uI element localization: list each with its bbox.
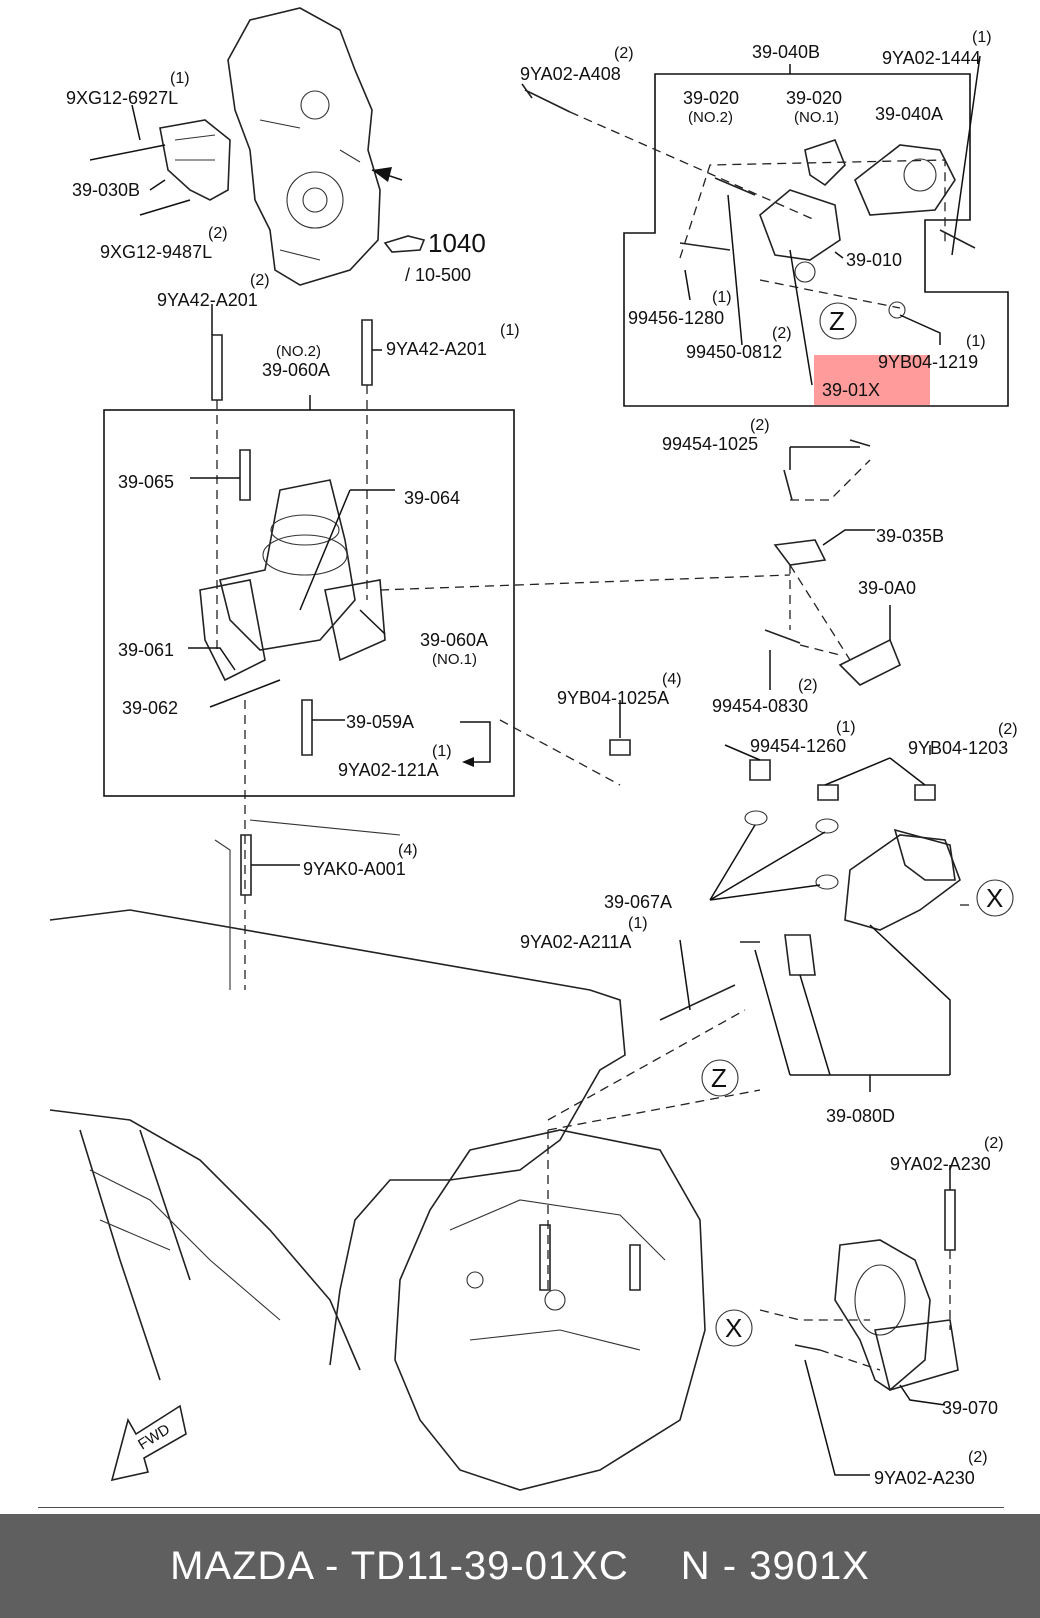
label-39-010: 39-010: [846, 250, 902, 270]
label-39-060a-no2: 39-060A: [262, 360, 330, 380]
label-1040: 1040: [428, 228, 486, 258]
label-39-064: 39-064: [404, 488, 460, 508]
label-39-062: 39-062: [122, 698, 178, 718]
transmission-mount: [844, 828, 961, 931]
callout-x-left-label: X: [725, 1313, 742, 1343]
qty-9yb04-1219: (1): [966, 333, 986, 350]
label-9ya42-a201-right: 9YA42-A201: [386, 339, 487, 359]
label-39-067a: 39-067A: [604, 892, 672, 912]
qty-9ya42-a201-left: (2): [250, 272, 270, 289]
callout-z-top: [819, 302, 857, 340]
label-no1-mount: (NO.1): [432, 651, 477, 668]
qty-9yb04-1025a: (4): [662, 671, 682, 688]
qty-99454-1260: (1): [836, 719, 856, 736]
pointer-arrow: [372, 167, 392, 182]
fwd-arrow-icon: [110, 1404, 187, 1482]
callout-z-bottom: [701, 1059, 739, 1097]
label-39-070: 39-070: [942, 1398, 998, 1418]
label-39-020-no2: 39-020: [683, 88, 739, 108]
qty-99456-1280: (1): [712, 289, 732, 306]
bolt-9487: [139, 199, 191, 216]
qty-99450-0812: (2): [772, 325, 792, 342]
qty-9xg12-9487l: (2): [208, 225, 228, 242]
label-9yb04-1219: 9YB04-1219: [878, 352, 978, 372]
callout-x-right: [976, 879, 1014, 917]
label-39-059a: 39-059A: [346, 712, 414, 732]
label-39-040b: 39-040B: [752, 42, 820, 62]
lower-mount: [834, 1239, 959, 1392]
qty-9xg12-6927l: (1): [170, 70, 190, 87]
highlight-box: [814, 355, 930, 405]
transmission: [394, 1129, 706, 1491]
label-39-0a0: 39-0A0: [858, 578, 916, 598]
qty-9ya02-a230-bottom: (2): [968, 1449, 988, 1466]
label-99454-1260: 99454-1260: [750, 736, 846, 756]
label-no2-mount: (NO.2): [276, 343, 321, 360]
qty-9ya02-a408: (2): [614, 45, 634, 62]
torque-rod-box: [623, 73, 1009, 407]
qty-99454-0830: (2): [798, 677, 818, 694]
qty-9ya02-a230-top: (2): [984, 1135, 1004, 1152]
engine-mount-box: [103, 409, 515, 797]
qty-9ya02-121a: (1): [432, 743, 452, 760]
label-9yak0-a001: 9YAK0-A001: [303, 859, 406, 879]
label-39-030b: 39-030B: [72, 180, 140, 200]
label-9ya02-a230-top: 9YA02-A230: [890, 1154, 991, 1174]
label-39-080d: 39-080D: [826, 1106, 895, 1126]
engine-mount-insulator: [199, 479, 386, 682]
footer-part-number: MAZDA - TD11-39-01XC: [170, 1543, 629, 1588]
callout-x-left: [715, 1309, 753, 1347]
callout-z-top-label: Z: [829, 306, 845, 336]
reference-hand-icon: [383, 235, 426, 253]
label-39-060a-no1: 39-060A: [420, 630, 488, 650]
footer-bar: MAZDA - TD11-39-01XC N - 3901X: [0, 1514, 1040, 1618]
mount-parts-diagram: 9XG12-6927L (1) 39-030B 9XG12-9487L (2) …: [38, 7, 1018, 1508]
bolt-6927: [89, 144, 166, 161]
label-39-061: 39-061: [118, 640, 174, 660]
label-9xg12-6927l: 9XG12-6927L: [66, 88, 178, 108]
label-39-065: 39-065: [118, 472, 174, 492]
footer-reference: N - 3901X: [680, 1543, 870, 1588]
qty-9yb04-1203: (2): [998, 721, 1018, 738]
label-99456-1280: 99456-1280: [628, 308, 724, 328]
label-99450-0812: 99450-0812: [686, 342, 782, 362]
label-39-01x-highlighted: 39-01X: [822, 380, 880, 400]
qty-9ya02-a211a: (1): [628, 915, 648, 932]
label-9yb04-1025a: 9YB04-1025A: [557, 688, 669, 708]
label-9ya02-1444: 9YA02-1444: [882, 48, 981, 68]
label-9ya02-a211a: 9YA02-A211A: [520, 932, 631, 952]
label-39-040a: 39-040A: [875, 104, 943, 124]
qty-9ya42-a201-right: (1): [500, 322, 520, 339]
qty-9ya02-1444: (1): [972, 29, 992, 46]
label-no1: (NO.1): [794, 109, 839, 126]
engine-block: [49, 819, 626, 1381]
label-9ya02-a230-bottom: 9YA02-A230: [874, 1468, 975, 1488]
label-99454-1025: 99454-1025: [662, 434, 758, 454]
label-9xg12-9487l: 9XG12-9487L: [100, 242, 212, 262]
callout-x-right-label: X: [986, 883, 1003, 913]
qty-9yak0-a001: (4): [398, 842, 418, 859]
label-39-020-no1: 39-020: [786, 88, 842, 108]
label-9ya02-a408: 9YA02-A408: [520, 64, 621, 84]
label-no2: (NO.2): [688, 109, 733, 126]
fwd-label: FWD: [135, 1421, 173, 1454]
label-39-035b: 39-035B: [876, 526, 944, 546]
label-9ya42-a201-left: 9YA42-A201: [157, 290, 258, 310]
engine-front-cover: [159, 7, 381, 286]
label-9ya02-121a: 9YA02-121A: [338, 760, 439, 780]
label-9yb04-1203: 9YB04-1203: [908, 738, 1008, 758]
qty-99454-1025: (2): [750, 417, 770, 434]
callout-z-bottom-label: Z: [711, 1063, 727, 1093]
label-10-500: / 10-500: [405, 265, 471, 285]
label-99454-0830: 99454-0830: [712, 696, 808, 716]
